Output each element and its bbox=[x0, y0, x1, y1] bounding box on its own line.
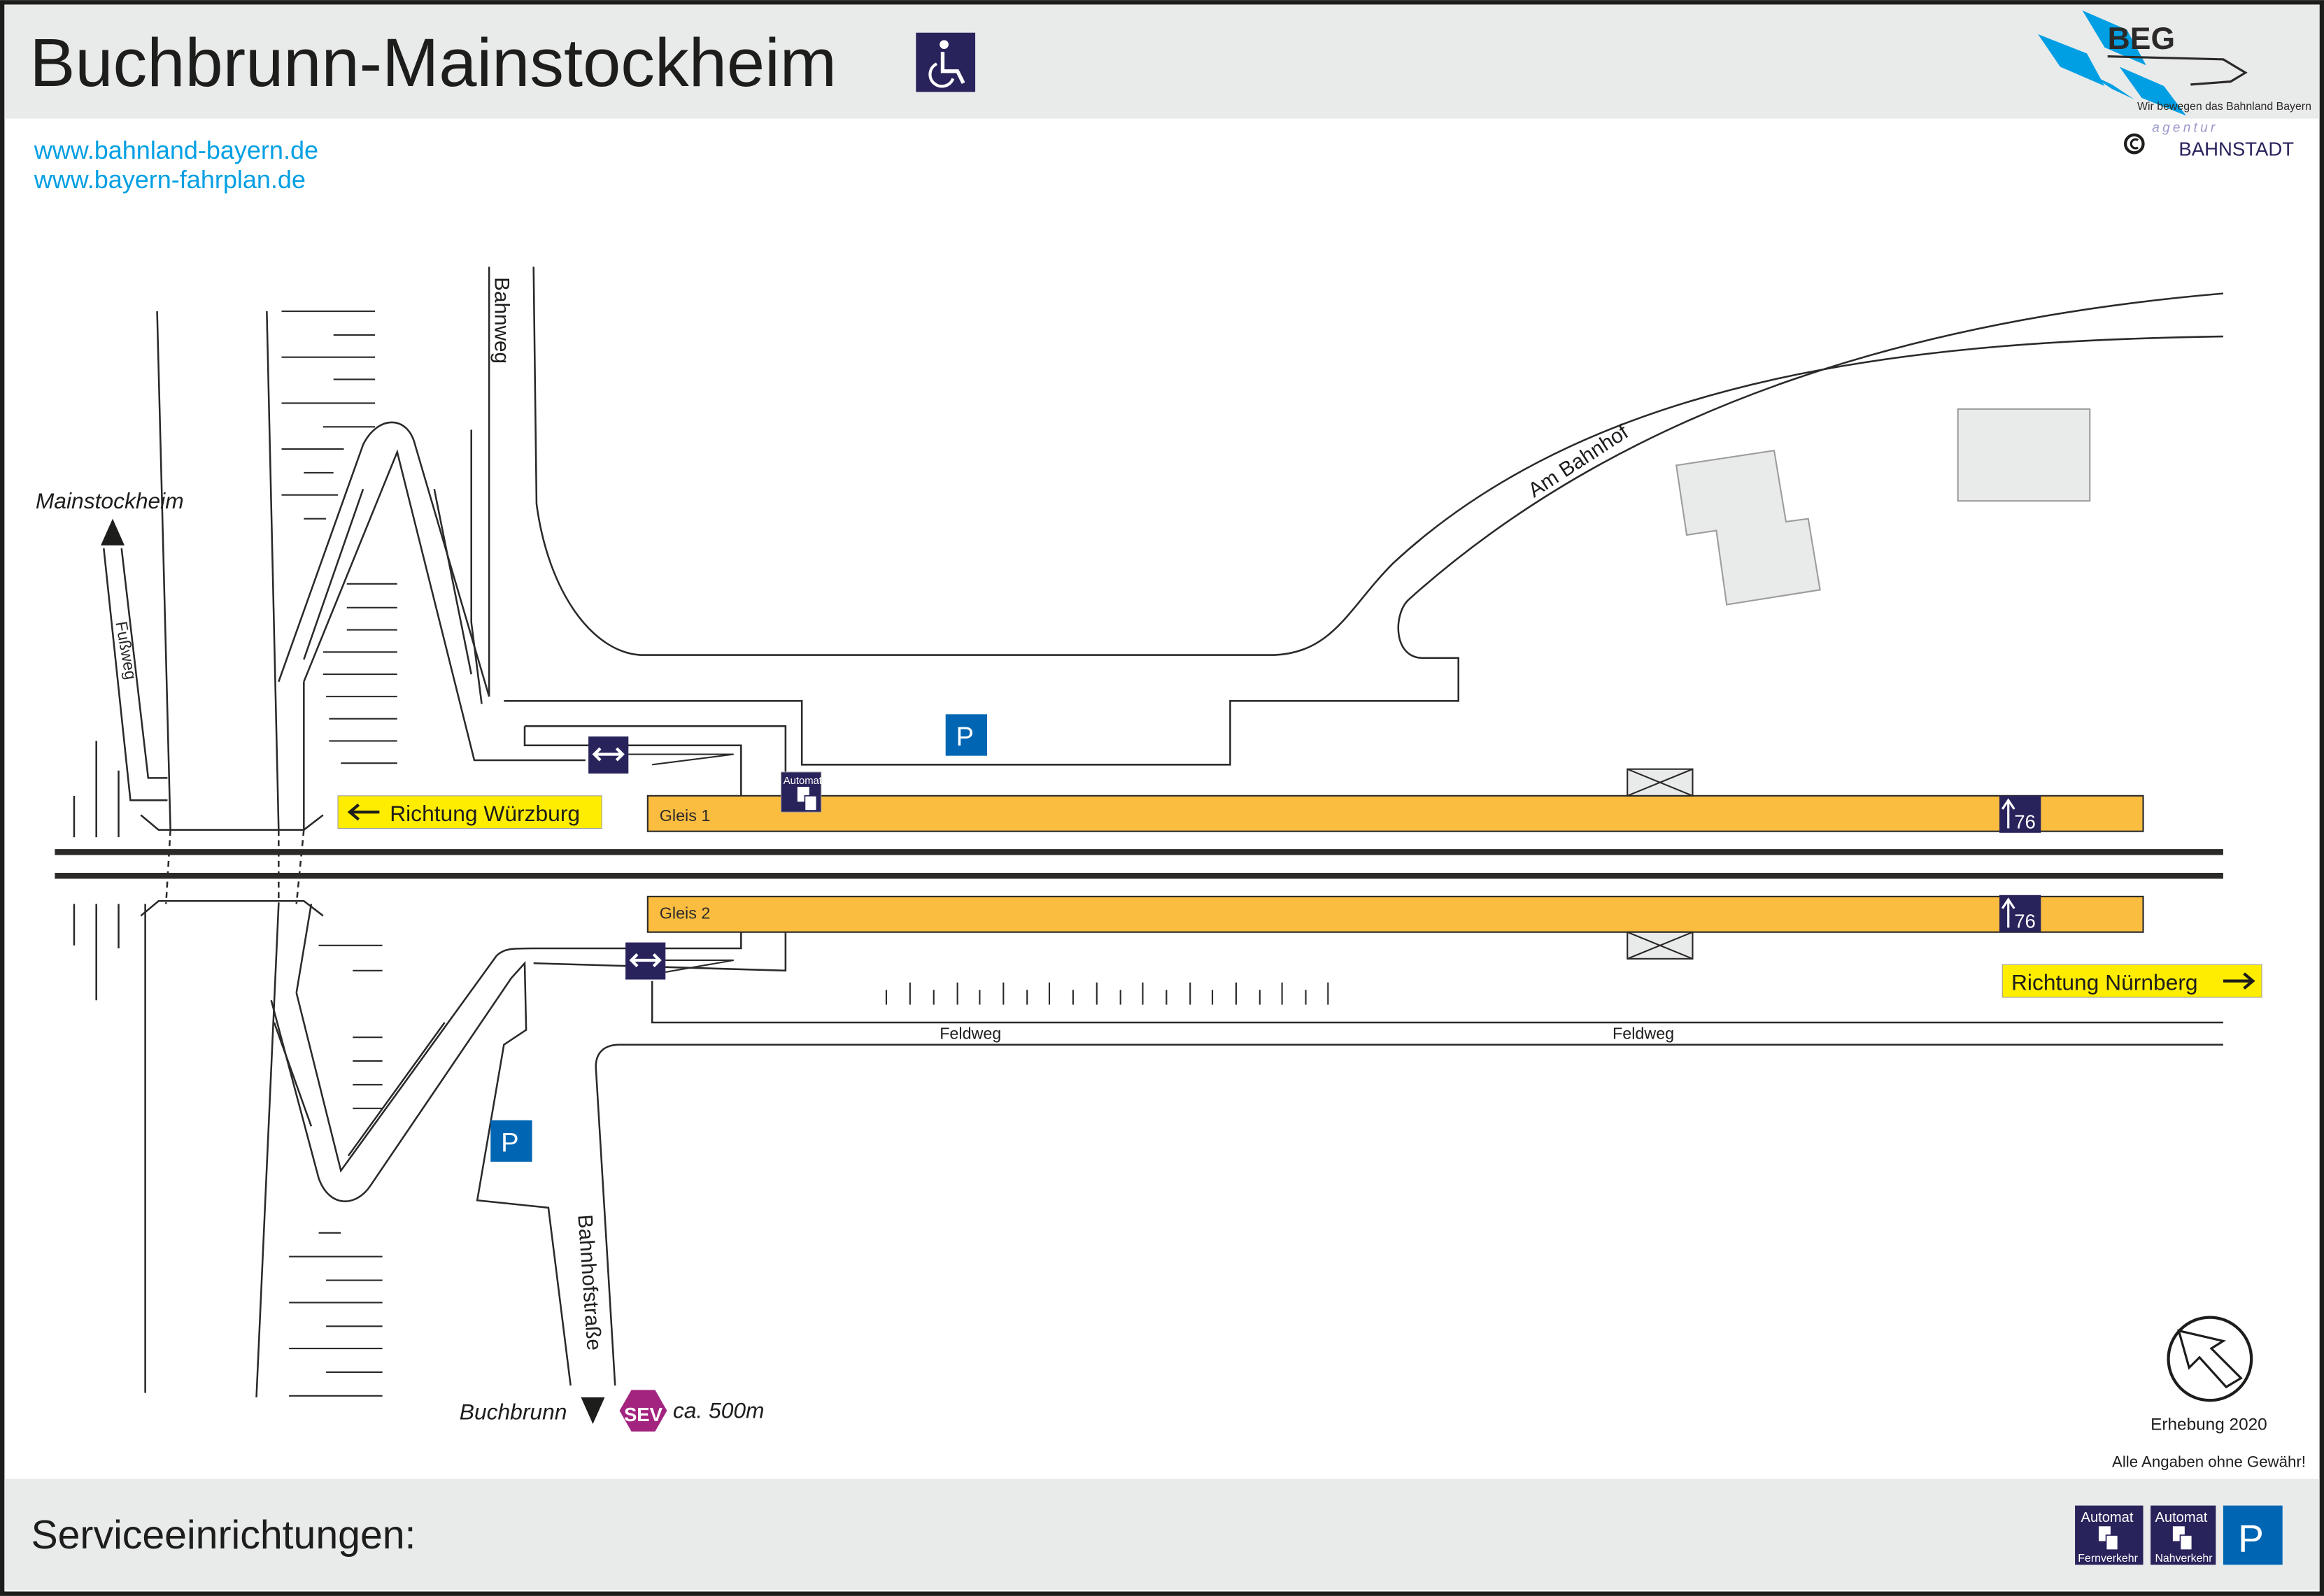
svg-text:Richtung Würzburg: Richtung Würzburg bbox=[390, 801, 580, 826]
svg-text:P: P bbox=[501, 1127, 518, 1157]
svg-text:P: P bbox=[2238, 1516, 2264, 1560]
svg-text:BEG: BEG bbox=[2108, 22, 2175, 56]
south-triangle bbox=[581, 1397, 605, 1425]
place-buchbrunn: Buchbrunn bbox=[460, 1399, 567, 1425]
svg-text:76: 76 bbox=[2014, 910, 2036, 932]
copyright-credit: agentur BAHNSTADT bbox=[2123, 121, 2294, 160]
track-2 bbox=[55, 872, 2223, 879]
platform-height-sign: 76 bbox=[1999, 795, 2041, 833]
link-fahrplan[interactable]: www.bayern-fahrplan.de bbox=[34, 165, 306, 194]
svg-text:Automat: Automat bbox=[2081, 1510, 2134, 1525]
place-mainstockheim: Mainstockheim bbox=[36, 488, 184, 513]
direction-nuernberg: Richtung Nürnberg bbox=[2001, 964, 2262, 998]
svg-text:Nahverkehr: Nahverkehr bbox=[2155, 1553, 2213, 1565]
building bbox=[1675, 449, 1821, 606]
svg-text:agentur: agentur bbox=[2152, 121, 2218, 136]
svg-text:Automat: Automat bbox=[784, 776, 823, 787]
svg-text:Gleis 1: Gleis 1 bbox=[660, 806, 711, 825]
svg-text:76: 76 bbox=[2014, 811, 2036, 832]
survey-year: Erhebung 2020 bbox=[2151, 1416, 2267, 1434]
underpass-icon bbox=[625, 942, 666, 980]
underpass-icon bbox=[588, 736, 629, 774]
service-automat-nahverkehr: Automat Nahverkehr bbox=[2151, 1505, 2216, 1565]
header-band bbox=[4, 4, 2320, 119]
page-title: Buchbrunn-Mainstockheim bbox=[29, 24, 837, 101]
ticket-machine-icon[interactable]: Automat bbox=[780, 771, 823, 813]
platform-height-sign: 76 bbox=[1999, 895, 2041, 932]
footer-band bbox=[4, 1479, 2320, 1590]
svg-text:Gleis 2: Gleis 2 bbox=[660, 904, 711, 922]
parking-north: P bbox=[945, 714, 988, 756]
sev-badge: SEV bbox=[619, 1390, 667, 1432]
svg-text:Automat: Automat bbox=[2155, 1510, 2207, 1525]
link-bahnland[interactable]: www.bahnland-bayern.de bbox=[34, 136, 318, 164]
sev-distance: ca. 500m bbox=[673, 1398, 765, 1423]
beg-logo: BEG Wir bewegen das Bahnland Bayern bbox=[2038, 10, 2311, 116]
services-title: Serviceeinrichtungen: bbox=[31, 1513, 416, 1558]
platform-gleis-1[interactable]: Gleis 1 76 bbox=[646, 795, 2144, 833]
svg-text:BAHNSTADT: BAHNSTADT bbox=[2178, 138, 2294, 160]
street-bahnweg: Bahnweg bbox=[490, 277, 513, 364]
direction-wuerzburg: Richtung Würzburg bbox=[337, 795, 602, 829]
shelter-icon bbox=[1627, 768, 1694, 797]
north-triangle bbox=[101, 518, 125, 546]
street-feldweg: Feldweg bbox=[1613, 1024, 1674, 1042]
platform-gleis-2[interactable]: Gleis 2 76 bbox=[646, 895, 2144, 933]
parking-south: P bbox=[490, 1120, 532, 1162]
svg-text:Fernverkehr: Fernverkehr bbox=[2078, 1553, 2138, 1565]
svg-text:Richtung Nürnberg: Richtung Nürnberg bbox=[2011, 969, 2198, 995]
svg-text:Wir bewegen das Bahnland Bayer: Wir bewegen das Bahnland Bayern bbox=[2137, 101, 2311, 113]
wheelchair-icon bbox=[916, 32, 976, 92]
service-automat-fernverkehr: Automat Fernverkehr bbox=[2075, 1505, 2144, 1565]
north-compass-icon bbox=[2167, 1316, 2253, 1402]
shelter-icon bbox=[1627, 931, 1694, 960]
copyright-icon bbox=[2123, 133, 2145, 155]
building bbox=[1957, 408, 2091, 502]
disclaimer: Alle Angaben ohne Gewähr! bbox=[2112, 1453, 2306, 1471]
svg-text:P: P bbox=[956, 722, 974, 752]
service-parking: P bbox=[2223, 1505, 2283, 1565]
street-feldweg: Feldweg bbox=[940, 1024, 1001, 1042]
track-1 bbox=[55, 849, 2223, 855]
svg-text:SEV: SEV bbox=[624, 1404, 663, 1425]
